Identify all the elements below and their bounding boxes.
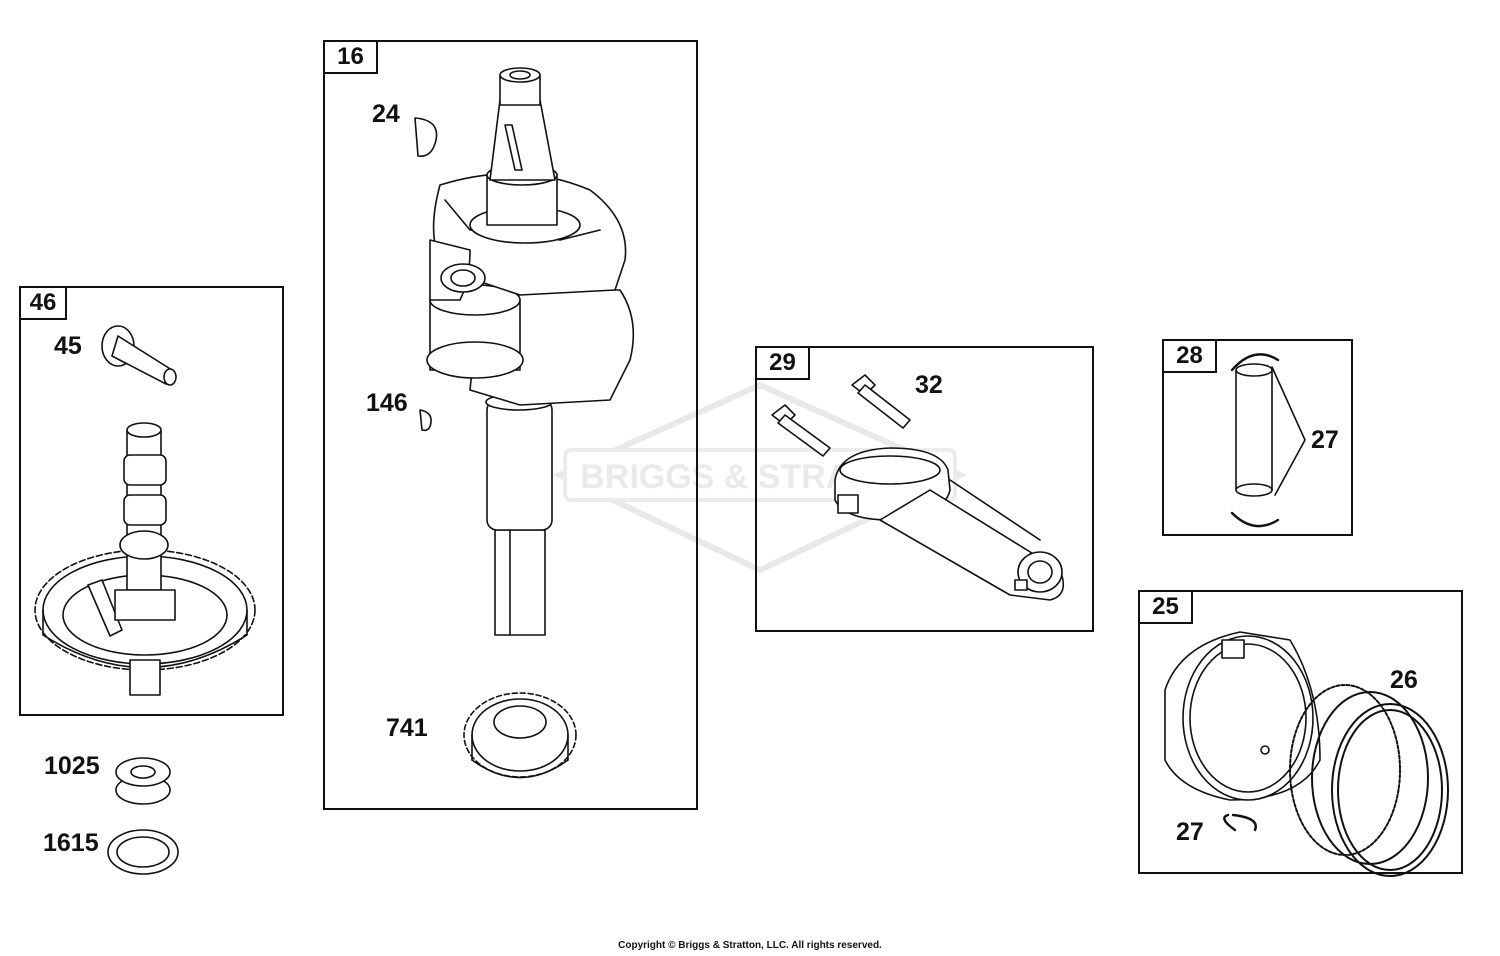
crank-gear-741-illustration [463, 692, 577, 779]
callout-27-upper: 27 [1311, 426, 1339, 454]
panel-tag-46: 46 [19, 286, 67, 320]
callout-1615: 1615 [43, 829, 99, 857]
panel-tag-16: 16 [323, 40, 378, 74]
panel-29: 29 [755, 346, 1094, 632]
panel-25: 25 [1138, 590, 1463, 874]
retaining-clip-27-illustration [1223, 813, 1257, 832]
washer-1615-illustration [107, 829, 179, 875]
crankshaft-illustration [426, 67, 635, 636]
callout-146: 146 [366, 389, 408, 417]
piston-illustration [1164, 631, 1321, 801]
panel-16: 16 [323, 40, 698, 810]
connecting-rod-illustration [834, 447, 1065, 601]
camshaft-illustration [34, 422, 256, 696]
washer-1025-illustration [115, 757, 171, 805]
key-146-illustration [419, 409, 432, 432]
key-24-illustration [414, 117, 438, 157]
callout-24: 24 [372, 100, 400, 128]
callout-32: 32 [915, 371, 943, 399]
piston-rings-illustration [1289, 684, 1449, 877]
copyright-notice: Copyright © Briggs & Stratton, LLC. All … [618, 940, 882, 951]
callout-26: 26 [1390, 666, 1418, 694]
callout-741: 741 [386, 714, 428, 742]
panel-tag-25: 25 [1138, 590, 1193, 624]
panel-tag-29: 29 [755, 346, 810, 380]
callout-45: 45 [54, 332, 82, 360]
bolt-32-illustration [771, 374, 911, 457]
callout-27-lower: 27 [1176, 818, 1204, 846]
panel-28: 28 [1162, 339, 1353, 536]
pin-45-illustration [101, 325, 177, 386]
panel-tag-28: 28 [1162, 339, 1217, 373]
panel-46: 46 [19, 286, 284, 716]
piston-pin-illustration [1230, 353, 1280, 528]
callout-1025: 1025 [44, 752, 100, 780]
